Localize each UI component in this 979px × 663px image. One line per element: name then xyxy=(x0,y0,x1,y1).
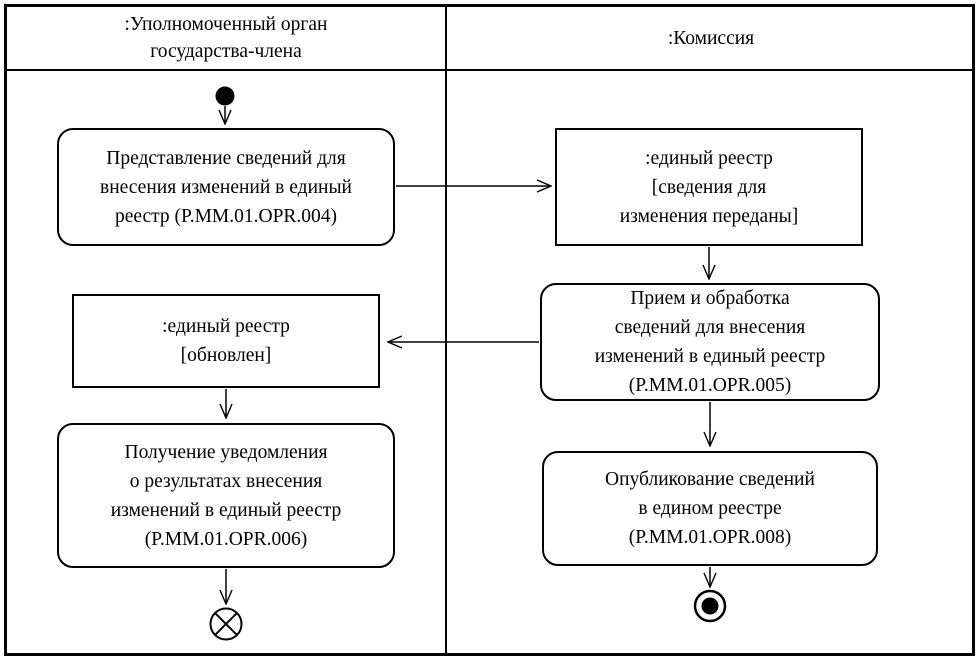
action-receive-process-changes-label: Прием и обработка сведений для внесения … xyxy=(594,288,826,396)
diagram-border xyxy=(4,4,975,656)
object-registry-updated-label: :единый реестр [обновлен] xyxy=(162,316,290,366)
object-registry-data-transferred-label: :единый реестр [сведения для изменения п… xyxy=(619,147,799,227)
action-get-notification: Получение уведомления о результатах внес… xyxy=(57,423,395,568)
header-separator xyxy=(4,69,975,71)
lane-divider xyxy=(445,4,447,656)
action-submit-changes: Представление сведений для внесения изме… xyxy=(57,128,395,246)
action-receive-process-changes: Прием и обработка сведений для внесения … xyxy=(540,283,880,401)
lane-header-authorized-body: :Уполномоченный орган государства-члена xyxy=(7,7,445,69)
lane-title-authorized-body: :Уполномоченный орган государства-члена xyxy=(124,14,328,62)
action-publish-registry: Опубликование сведений в едином реестре … xyxy=(542,451,878,566)
object-registry-updated: :единый реестр [обновлен] xyxy=(72,294,380,388)
action-publish-registry-label: Опубликование сведений в едином реестре … xyxy=(605,469,815,548)
action-submit-changes-label: Представление сведений для внесения изме… xyxy=(100,147,352,227)
object-registry-data-transferred: :единый реестр [сведения для изменения п… xyxy=(555,128,863,246)
lane-header-commission: :Комиссия xyxy=(447,7,975,69)
lane-title-commission: :Комиссия xyxy=(667,27,755,49)
action-get-notification-label: Получение уведомления о результатах внес… xyxy=(110,441,342,550)
